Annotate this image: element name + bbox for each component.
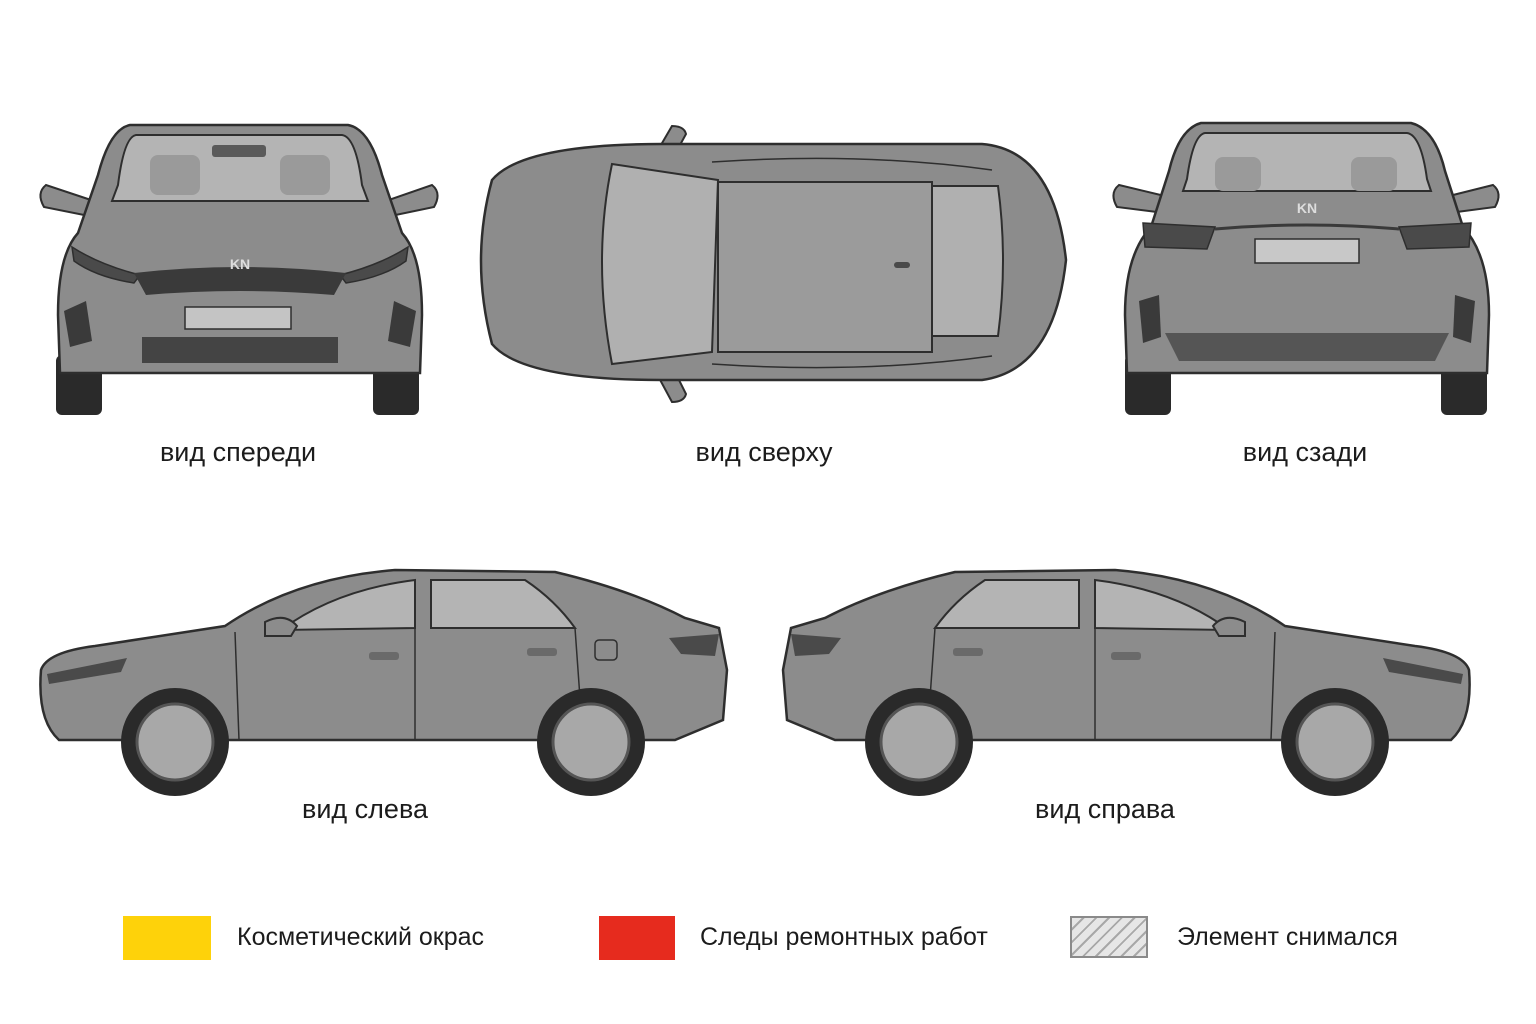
legend-swatch-hatch bbox=[1070, 916, 1148, 958]
top-rear-window bbox=[931, 185, 1004, 337]
fuel-door bbox=[594, 639, 618, 661]
rear-right-reflector bbox=[1453, 295, 1475, 343]
left-rear-window bbox=[430, 579, 577, 629]
right-rear-window bbox=[933, 579, 1080, 629]
rear-right-taillight bbox=[1397, 222, 1472, 250]
rear-left-taillight bbox=[1142, 222, 1217, 250]
right-view-caption: вид справа bbox=[1035, 794, 1175, 824]
front-license-plate bbox=[184, 306, 292, 330]
front-seat-left bbox=[150, 155, 200, 195]
left-front-rim bbox=[135, 702, 215, 782]
left-headlight bbox=[71, 245, 142, 284]
rear-license-plate bbox=[1254, 238, 1360, 264]
legend-label-repair: Следы ремонтных работ bbox=[700, 923, 988, 951]
legend-swatch-red bbox=[599, 916, 675, 960]
rear-view-mirror bbox=[212, 145, 266, 157]
right-headlight bbox=[338, 245, 409, 284]
left-view-drawing bbox=[39, 568, 729, 796]
rear-seat-right bbox=[1351, 157, 1397, 191]
left-front-handle bbox=[369, 652, 399, 660]
antenna bbox=[894, 262, 910, 268]
right-side-mirror bbox=[1211, 616, 1246, 637]
rear-seat-left bbox=[1215, 157, 1261, 191]
rear-left-reflector bbox=[1139, 295, 1161, 343]
rear-view-drawing: KN bbox=[1112, 121, 1500, 415]
top-windshield bbox=[601, 162, 720, 366]
right-front-window bbox=[1094, 578, 1233, 632]
front-grille bbox=[134, 267, 346, 295]
top-side-line-lower bbox=[711, 355, 993, 369]
right-rear-rim bbox=[879, 702, 959, 782]
left-front-window bbox=[277, 578, 416, 632]
front-view-caption: вид спереди bbox=[159, 437, 317, 467]
front-logo: KN bbox=[230, 256, 250, 272]
right-view: вид справа bbox=[775, 560, 1475, 840]
left-view-caption: вид слева bbox=[301, 794, 429, 824]
right-view-drawing bbox=[781, 568, 1471, 796]
right-headlight-side bbox=[1383, 658, 1463, 684]
top-view-caption: вид сверху bbox=[695, 437, 833, 467]
front-seat-right bbox=[280, 155, 330, 195]
left-headlight-side bbox=[47, 658, 127, 684]
legend-element-removed: Элемент снимался bbox=[1070, 916, 1450, 962]
left-rear-handle bbox=[527, 648, 557, 656]
front-lower-grille bbox=[142, 337, 338, 363]
rear-logo: KN bbox=[1297, 200, 1317, 216]
right-fog-light bbox=[388, 301, 416, 347]
left-fog-light bbox=[64, 301, 92, 347]
rear-left-mirror bbox=[1112, 183, 1171, 215]
top-view-drawing bbox=[479, 124, 1068, 404]
front-view: KN вид спереди bbox=[30, 115, 450, 467]
top-view: вид сверху bbox=[462, 120, 1077, 467]
legend-swatch-yellow bbox=[123, 916, 211, 960]
right-front-handle bbox=[1111, 652, 1141, 660]
right-front-rim bbox=[1295, 702, 1375, 782]
legend-label-removed: Элемент снимался bbox=[1177, 923, 1398, 951]
rear-view: KN вид сзади bbox=[1105, 115, 1515, 467]
rear-view-caption: вид сзади bbox=[1242, 437, 1368, 467]
left-view: вид слева bbox=[35, 560, 735, 840]
front-view-drawing: KN bbox=[39, 123, 439, 415]
legend-cosmetic-paint: Косметический окрас bbox=[123, 916, 523, 962]
rear-right-mirror bbox=[1443, 183, 1500, 215]
top-side-line-upper bbox=[711, 157, 993, 171]
legend-repair-traces: Следы ремонтных работ bbox=[599, 916, 1019, 962]
right-taillight-side bbox=[791, 634, 841, 656]
right-rear-handle bbox=[953, 648, 983, 656]
left-side-mirror bbox=[264, 616, 299, 637]
rear-light-bar bbox=[1214, 223, 1400, 231]
left-taillight-side bbox=[669, 634, 719, 656]
left-rear-rim bbox=[551, 702, 631, 782]
legend-label-cosmetic: Косметический окрас bbox=[237, 923, 485, 951]
rear-diffuser bbox=[1165, 333, 1449, 361]
